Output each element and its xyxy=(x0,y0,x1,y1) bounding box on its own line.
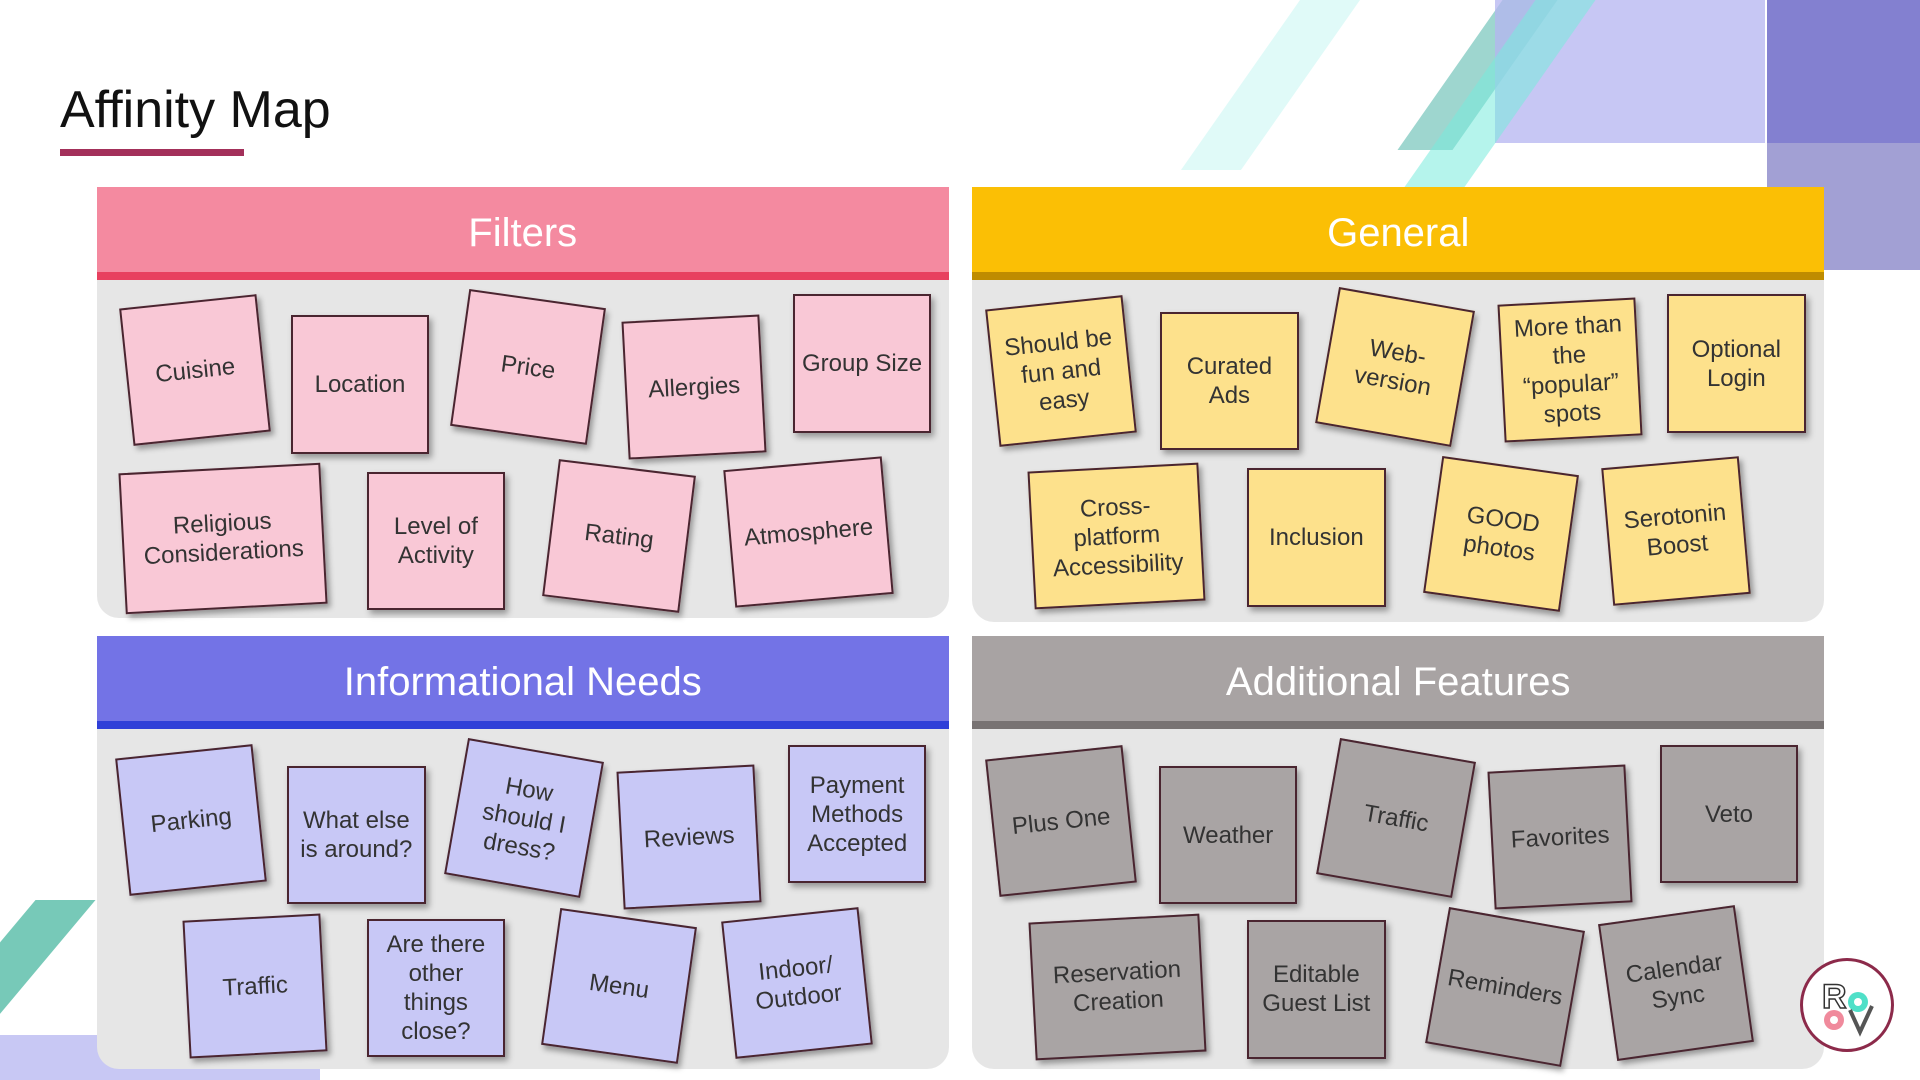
group-header: Filters xyxy=(96,187,949,281)
sticky-note[interactable]: Cross-platform Accessibility xyxy=(1027,462,1206,610)
sticky-note[interactable]: Cuisine xyxy=(118,293,271,446)
sticky-note[interactable]: Should be fun and easy xyxy=(985,294,1138,448)
sticky-note[interactable]: Reviews xyxy=(616,764,763,911)
sticky-note[interactable]: Rating xyxy=(542,459,697,614)
group-header-stripe xyxy=(96,720,949,729)
title-underline xyxy=(60,149,244,156)
sticky-note[interactable]: Editable Guest List xyxy=(1247,920,1386,1059)
sticky-note[interactable]: Optional Login xyxy=(1667,294,1806,433)
logo-icon: R xyxy=(1800,958,1894,1052)
sticky-note[interactable]: Location xyxy=(290,315,430,454)
sticky-note[interactable]: Group Size xyxy=(792,294,932,433)
sticky-note[interactable]: Traffic xyxy=(1315,737,1477,899)
sticky-note[interactable]: Level of Activity xyxy=(366,472,506,611)
sticky-note[interactable]: Weather xyxy=(1158,765,1298,905)
decor-block-purple xyxy=(1767,0,1920,143)
sticky-note[interactable]: What else is around? xyxy=(287,765,426,905)
sticky-note[interactable]: Veto xyxy=(1659,745,1799,884)
sticky-note[interactable]: Plus One xyxy=(985,745,1138,898)
sticky-note[interactable]: Favorites xyxy=(1487,764,1633,911)
page-title: Affinity Map xyxy=(60,81,331,139)
sticky-note[interactable]: More than the “popular” spots xyxy=(1497,297,1643,443)
sticky-note[interactable]: Price xyxy=(449,289,606,446)
sticky-note[interactable]: Reservation Creation xyxy=(1028,913,1208,1061)
sticky-note[interactable]: Religious Considerations xyxy=(118,463,328,615)
decor-stripe-light xyxy=(1180,0,1360,170)
sticky-note[interactable]: GOOD photos xyxy=(1423,455,1580,613)
group-header-stripe xyxy=(972,720,1825,729)
sticky-note[interactable]: How should I dress? xyxy=(443,737,605,899)
group-header: General xyxy=(972,187,1825,281)
sticky-note[interactable]: Curated Ads xyxy=(1160,311,1299,450)
sticky-note[interactable]: Atmosphere xyxy=(722,456,894,609)
sticky-note[interactable]: Reminders xyxy=(1424,906,1586,1068)
group-header-stripe xyxy=(972,272,1825,281)
sticky-note[interactable]: Traffic xyxy=(181,912,328,1059)
sticky-note[interactable]: Web-version xyxy=(1314,287,1475,448)
group-header-stripe xyxy=(96,272,949,281)
sticky-note[interactable]: Payment Methods Accepted xyxy=(787,745,927,884)
group-header: Additional Features xyxy=(972,635,1825,729)
sticky-note[interactable]: Serotonin Boost xyxy=(1601,456,1752,607)
group-header: Informational Needs xyxy=(96,635,949,729)
sticky-note[interactable]: Allergies xyxy=(621,314,767,460)
sticky-note[interactable]: Inclusion xyxy=(1247,468,1386,607)
sticky-note[interactable]: Menu xyxy=(541,907,698,1064)
sticky-note[interactable]: Indoor/ Outdoor xyxy=(721,907,874,1060)
sticky-note[interactable]: Are there other things close? xyxy=(366,918,506,1058)
sticky-note[interactable]: Parking xyxy=(114,744,268,897)
sticky-note[interactable]: Calendar Sync xyxy=(1598,905,1755,1062)
